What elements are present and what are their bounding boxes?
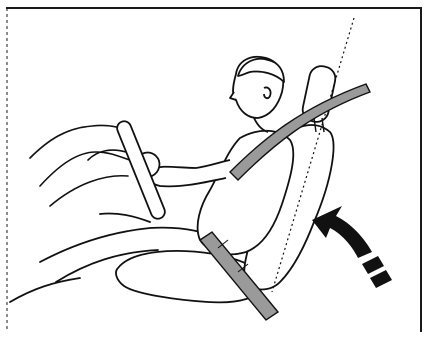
- dashboard: [30, 125, 134, 206]
- recline-arrow-icon: [312, 206, 392, 288]
- driver-icon: [136, 57, 293, 255]
